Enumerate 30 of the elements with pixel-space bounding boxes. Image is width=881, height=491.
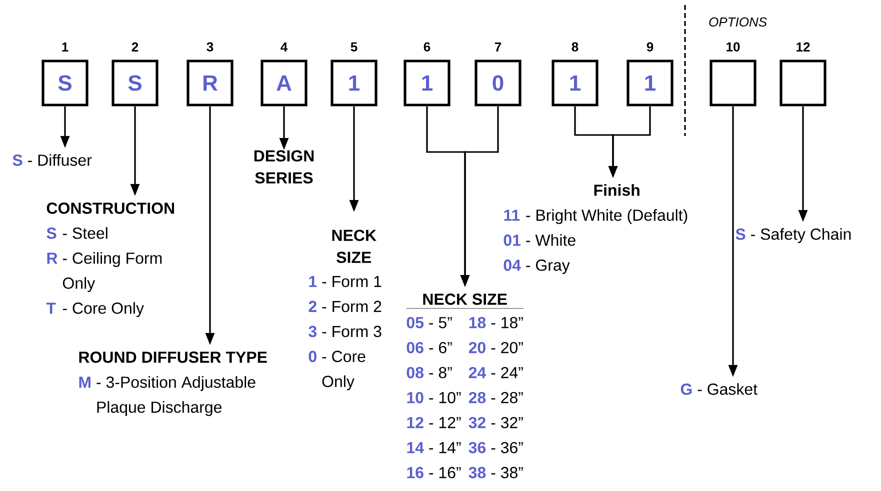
size-table: NECK SIZE 05 - 5” 18 - 18” 06 - 6” 20 - 20” 08 - 8” 24 - 24” 10 - 10” 28 - 28” 12 - 12” 32 - 32” 14 - 14” 36 - 36” 16 - 16” 38 - 38” <box>406 294 524 478</box>
code-box: A <box>260 60 308 106</box>
position-number: 5 <box>350 42 358 52</box>
position-number: 6 <box>424 42 430 52</box>
position-number: 4 <box>280 42 288 52</box>
position-number: 10 <box>726 42 740 52</box>
option-list: NECK SIZE 1 - Form 1 2 - Form 2 3 - Form 3 0 - Core Only <box>308 230 382 390</box>
section-label: OPTIONS <box>709 17 767 27</box>
code-box: 1 <box>552 60 598 106</box>
code-box: S <box>112 60 158 106</box>
position-number: 2 <box>132 42 138 52</box>
option-list: CONSTRUCTION S - Steel R - Ceiling Form Only T - Core Only <box>46 202 174 318</box>
option-list: G - Gasket <box>680 383 758 395</box>
position-number: 1 <box>62 42 68 52</box>
code-box: R <box>186 60 234 106</box>
heading-text: DESIGN SERIES <box>254 150 314 184</box>
option-list: S - Diffuser <box>12 154 92 166</box>
code-box: 0 <box>474 60 522 106</box>
position-number: 3 <box>206 42 214 52</box>
position-number: 12 <box>796 42 810 52</box>
option-list: S - Safety Chain <box>736 228 851 244</box>
code-box: 1 <box>626 60 674 106</box>
option-list: Finish 11 - Bright White (Default) 01 - White 04 - Gray <box>504 184 688 274</box>
code-box: 1 <box>330 60 378 106</box>
position-number: 7 <box>494 42 502 52</box>
option-list: ROUND DIFFUSER TYPE M - 3-Position Adjustable Plaque Discharge <box>79 352 267 416</box>
code-box: S <box>42 60 88 106</box>
position-number: 8 <box>572 42 578 52</box>
code-box: 1 <box>404 60 450 106</box>
position-number: 9 <box>646 42 654 52</box>
